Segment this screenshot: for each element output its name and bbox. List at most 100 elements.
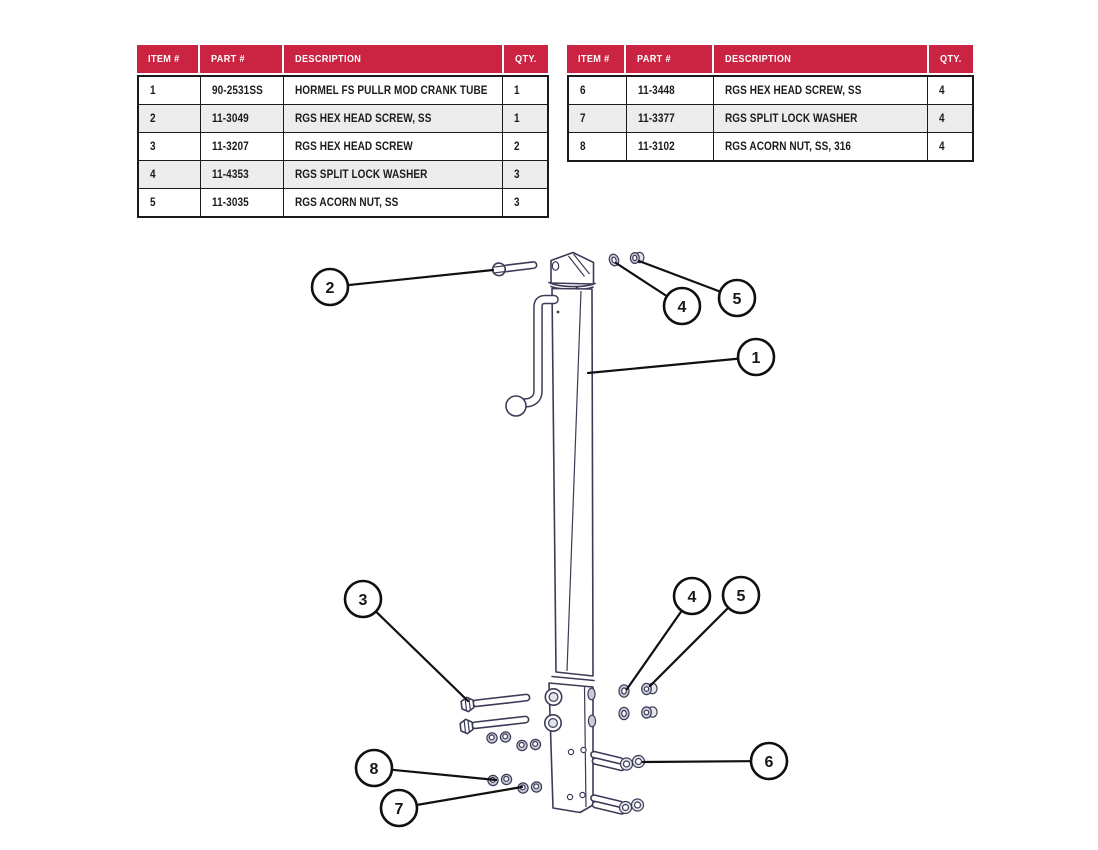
cell-text: RGS ACORN NUT, SS, 316	[725, 140, 852, 153]
item-cell: 2	[139, 105, 200, 132]
crank-handle-drawing	[505, 294, 559, 417]
part-cell: 11-3377	[627, 105, 713, 132]
cell-text: 11-3035	[212, 196, 249, 209]
callout-7-leader-9	[397, 785, 524, 810]
callout-circle	[736, 337, 776, 377]
cell-text: 4	[939, 84, 945, 97]
callout-5-bubble-6: 5	[721, 575, 761, 615]
part-cell: 11-3102	[627, 133, 713, 160]
top-cap-drawing	[548, 251, 596, 291]
callout-circle	[354, 748, 394, 788]
qty-cell: 4	[928, 133, 972, 160]
callout-number: 4	[678, 299, 687, 316]
header-label: PART #	[637, 53, 671, 65]
cell-text: 2	[150, 112, 156, 125]
part-cell: 11-3207	[201, 133, 283, 160]
part-cell: 11-4353	[201, 161, 283, 188]
crank-tube-drawing	[551, 286, 595, 682]
cell-text: 11-3102	[638, 140, 675, 153]
qty-cell: 1	[503, 105, 547, 132]
table-header-row: ITEM # PART # DESCRIPTION QTY.	[137, 45, 549, 73]
callout-number: 1	[752, 350, 761, 367]
qty-cell: 3	[503, 189, 547, 216]
cell-text: RGS ACORN NUT, SS	[295, 196, 399, 209]
item-cell: 5	[139, 189, 200, 216]
parts-table-right: ITEM # PART # DESCRIPTION QTY. 6 11-3448 RGS H…	[567, 45, 974, 162]
description-cell: HORMEL FS PULLR MOD CRANK TUBE	[284, 77, 502, 104]
callout-8-bubble-8: 8	[354, 748, 394, 788]
description-cell: RGS HEX HEAD SCREW, SS	[714, 77, 927, 104]
cell-text: 11-3448	[638, 84, 675, 97]
cell-text: 3	[150, 140, 156, 153]
acorn-nut-item5-lower-drawing	[641, 682, 658, 719]
cell-text: 1	[514, 112, 520, 125]
cell-text: 11-3049	[212, 112, 249, 125]
hex-screw-item2-drawing	[491, 261, 538, 277]
hex-screw-item3-drawing	[459, 693, 531, 735]
header-label: DESCRIPTION	[295, 53, 362, 65]
item-header-cell: ITEM #	[567, 45, 624, 73]
cell-text: 3	[514, 168, 520, 181]
description-header-cell: DESCRIPTION	[714, 45, 927, 73]
part-header-cell: PART #	[200, 45, 282, 73]
callout-circle	[343, 579, 383, 619]
callout-5-bubble-2: 5	[717, 278, 757, 318]
callout-circle	[310, 267, 350, 307]
qty-cell: 4	[928, 105, 972, 132]
qty-cell: 1	[503, 77, 547, 104]
description-header-cell: DESCRIPTION	[284, 45, 502, 73]
cell-text: 11-3377	[638, 112, 675, 125]
item-cell: 6	[569, 77, 626, 104]
cell-text: 3	[514, 196, 520, 209]
acorn-nut-item5-top-drawing	[629, 251, 645, 265]
cell-text: RGS HEX HEAD SCREW, SS	[295, 112, 432, 125]
callout-1-leader-3	[586, 355, 758, 375]
callout-3-bubble-4: 3	[343, 579, 383, 619]
callout-7-bubble-9: 7	[379, 788, 419, 828]
callout-number: 5	[737, 588, 746, 605]
callout-3-leader-4	[361, 597, 470, 703]
qty-cell: 2	[503, 133, 547, 160]
item-cell: 3	[139, 133, 200, 160]
qty-header-cell: QTY.	[929, 45, 973, 73]
cell-text: 2	[514, 140, 520, 153]
part-cell: 11-3035	[201, 189, 283, 216]
description-cell: RGS HEX HEAD SCREW, SS	[284, 105, 502, 132]
qty-cell: 4	[928, 77, 972, 104]
cell-text: RGS SPLIT LOCK WASHER	[295, 168, 428, 181]
cell-text: RGS HEX HEAD SCREW, SS	[725, 84, 862, 97]
cell-text: HORMEL FS PULLR MOD CRANK TUBE	[295, 84, 488, 97]
callout-bubbles: 2 4 5 1 3 4 5 6 87	[310, 267, 789, 828]
callout-1-bubble-3: 1	[736, 337, 776, 377]
description-cell: RGS HEX HEAD SCREW	[284, 133, 502, 160]
callout-6-bubble-7: 6	[749, 741, 789, 781]
header-label: PART #	[211, 53, 245, 65]
washer-item4-lower-drawing	[618, 684, 630, 721]
part-cell: 11-3448	[627, 77, 713, 104]
hex-screw-item6-upper-drawing	[590, 750, 646, 772]
callout-circle	[662, 286, 702, 326]
callout-number: 3	[359, 592, 368, 609]
header-label: QTY.	[515, 53, 537, 65]
callout-number: 2	[326, 280, 335, 297]
header-label: QTY.	[940, 53, 962, 65]
cell-text: 4	[939, 112, 945, 125]
cell-text: 1	[150, 84, 156, 97]
callout-circle	[749, 741, 789, 781]
callout-2-leader-0	[328, 268, 495, 289]
callout-4-bubble-5: 4	[672, 576, 712, 616]
callout-2-bubble-0: 2	[310, 267, 350, 307]
header-label: ITEM #	[148, 53, 180, 65]
item-cell: 7	[569, 105, 626, 132]
cell-text: 7	[580, 112, 586, 125]
callout-number: 5	[733, 291, 742, 308]
bracket-boss-left	[543, 687, 563, 732]
item-header-cell: ITEM #	[137, 45, 198, 73]
header-label: ITEM #	[578, 53, 610, 65]
bracket-boss-right	[587, 687, 597, 728]
cell-text: 1	[514, 84, 520, 97]
